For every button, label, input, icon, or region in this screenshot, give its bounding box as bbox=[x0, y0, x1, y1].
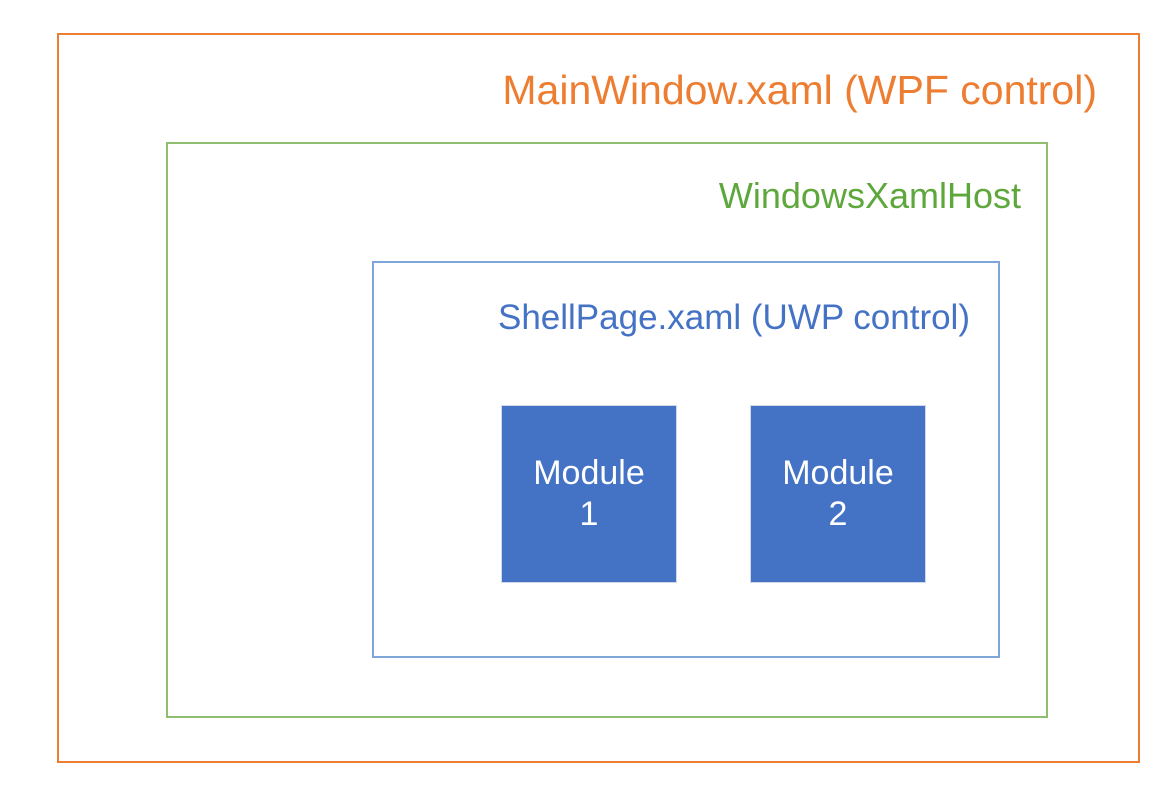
main-window-label-area: MainWindow.xaml (WPF control) bbox=[57, 70, 1097, 111]
shell-page-box bbox=[372, 261, 1000, 658]
module-2-box: Module 2 bbox=[750, 405, 926, 583]
windows-xaml-host-label: WindowsXamlHost bbox=[718, 175, 1021, 216]
shell-page-label: ShellPage.xaml (UWP control) bbox=[497, 298, 970, 337]
main-window-label: MainWindow.xaml (WPF control) bbox=[502, 67, 1097, 113]
windows-xaml-host-label-area: WindowsXamlHost bbox=[166, 178, 1021, 214]
module-2-label: Module 2 bbox=[782, 453, 894, 533]
module-1-box: Module 1 bbox=[501, 405, 677, 583]
main-window-box bbox=[57, 33, 1140, 763]
module-1-label: Module 1 bbox=[533, 453, 645, 533]
shell-page-label-area: ShellPage.xaml (UWP control) bbox=[372, 300, 970, 335]
windows-xaml-host-box bbox=[166, 142, 1048, 718]
